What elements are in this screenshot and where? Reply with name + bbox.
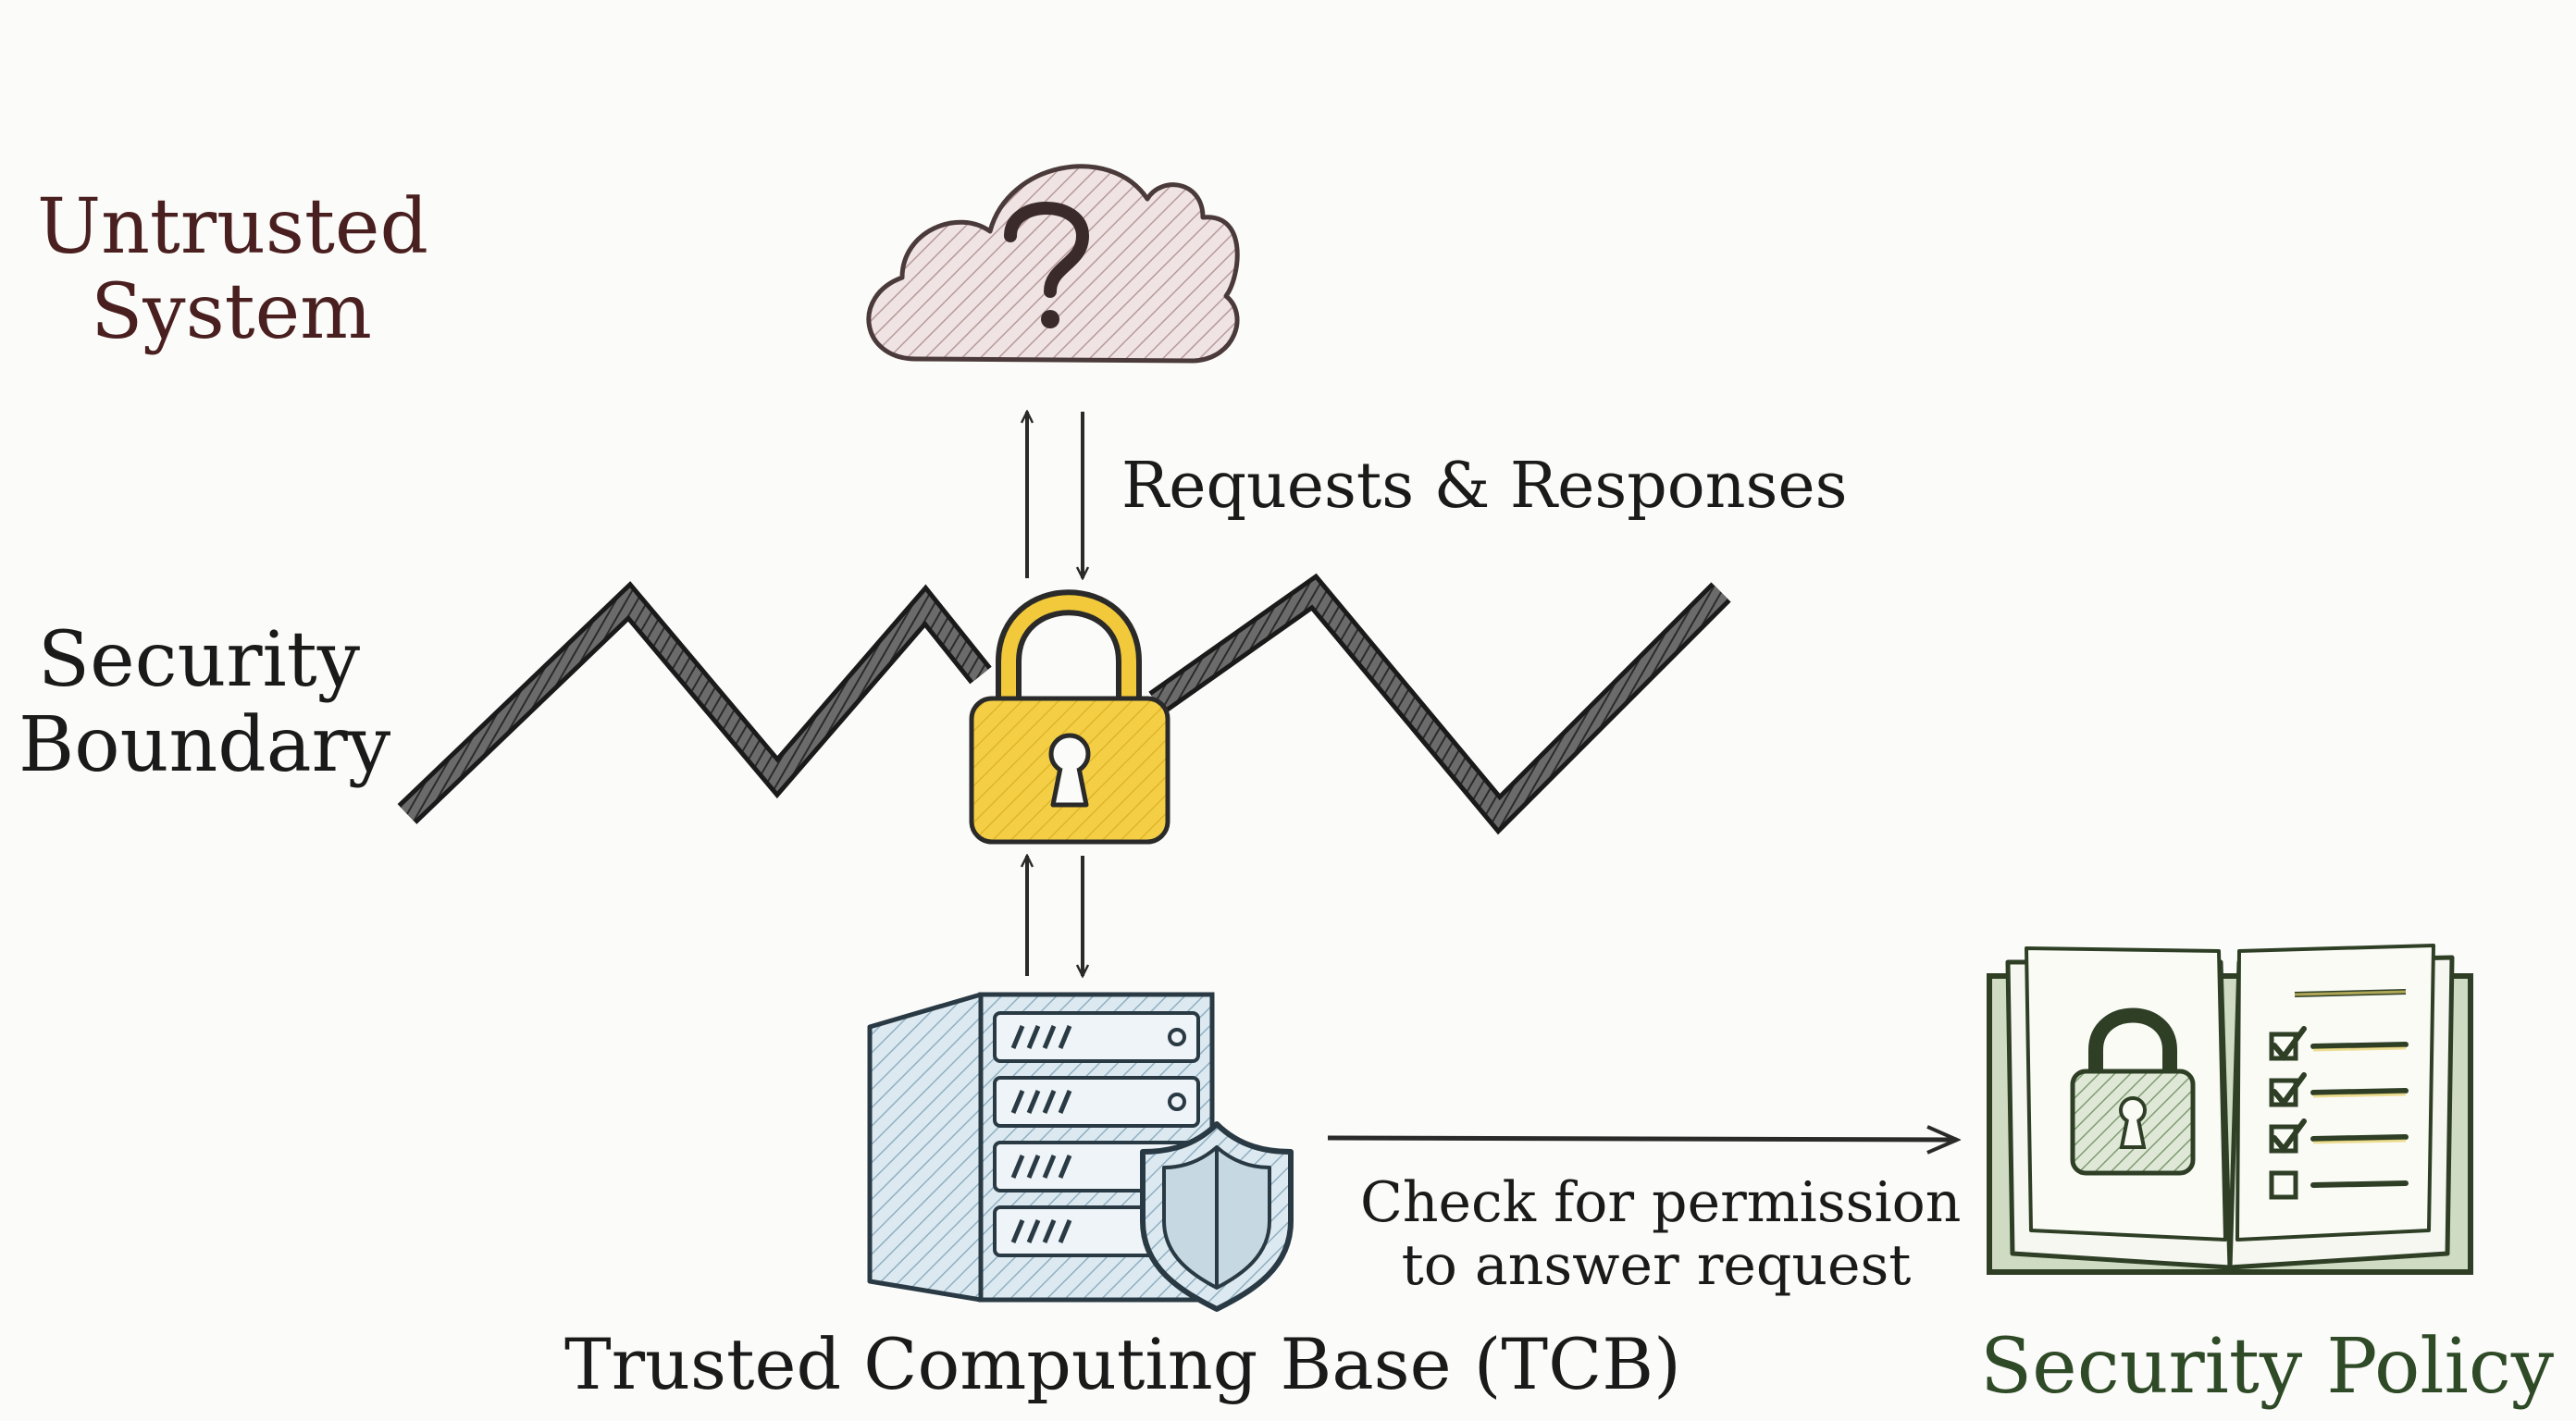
padlock-icon: [969, 589, 1170, 845]
policy-book-icon: [1987, 944, 2473, 1275]
security-policy-label: Security Policy: [1980, 1323, 2555, 1411]
requests-responses-label: Requests & Responses: [1121, 450, 1848, 523]
tcb-label: Trusted Computing Base (TCB): [564, 1323, 1681, 1405]
untrusted-system-label: Untrusted System: [37, 183, 428, 356]
boundary-label-line1: Security: [37, 616, 361, 704]
tcb-arrows: [1027, 856, 1083, 976]
untrusted-label-line2: System: [91, 267, 372, 356]
zigzag-wall: [397, 573, 1731, 835]
check-label-line2: to answer request: [1401, 1233, 1912, 1299]
check-arrow: [1327, 1138, 1957, 1140]
boundary-label-line2: Boundary: [19, 700, 391, 789]
check-permission-label: Check for permission to answer request: [1360, 1170, 1962, 1299]
requests-arrows: [1027, 412, 1083, 578]
security-boundary-label: Security Boundary: [19, 616, 391, 789]
untrusted-label-line1: Untrusted: [37, 183, 428, 271]
cloud-question-icon: [866, 164, 1240, 364]
check-label-line1: Check for permission: [1360, 1170, 1962, 1235]
server-shield-icon: [867, 992, 1294, 1312]
